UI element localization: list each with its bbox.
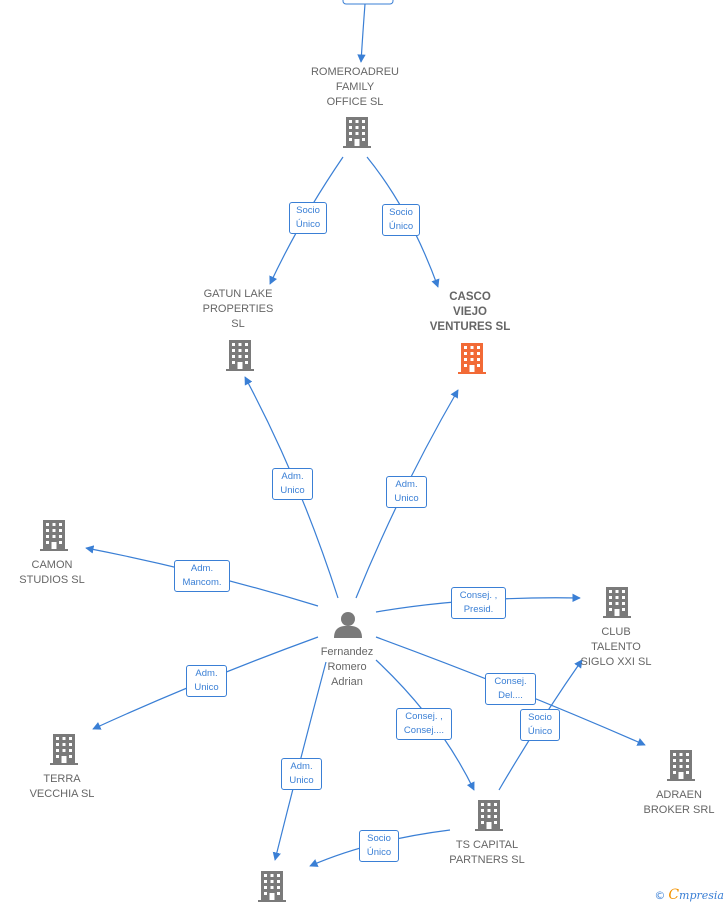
edge-label-p-casco[interactable]: Adm. Unico — [386, 476, 427, 508]
building-icon-camon — [40, 520, 68, 551]
edge-label-p-terra[interactable]: Adm. Unico — [186, 665, 227, 697]
edge-label-p-ts[interactable]: Consej. , Consej.... — [396, 708, 452, 740]
edge-label-box-cutoff — [342, 0, 394, 5]
node-label-camon[interactable]: CAMON STUDIOS SL — [19, 559, 85, 586]
node-label-romeroadreu[interactable]: ROMEROADREU FAMILY OFFICE SL — [310, 66, 399, 108]
building-icon-romeroadreu — [343, 117, 371, 148]
edge-label-p-camon[interactable]: Adm. Mancom. — [174, 560, 230, 592]
node-label-person[interactable]: Fernandez Romero Adrian — [320, 646, 374, 688]
brand-name-rest: mpresia — [679, 889, 724, 902]
edge-top-romeroadreu — [357, 3, 366, 63]
edge-label-ts-club[interactable]: Socio Único — [520, 709, 560, 741]
node-label-ts[interactable]: TS CAPITAL PARTNERS SL — [449, 839, 525, 866]
building-icon-casco — [458, 343, 486, 374]
copyright-symbol: © — [654, 889, 666, 902]
brand-logo: ©Cmpresia — [654, 887, 724, 903]
edge-label-p-gatun[interactable]: Adm. Unico — [272, 468, 313, 500]
node-label-terra[interactable]: TERRA VECCHIA SL — [29, 773, 95, 800]
node-label-casco[interactable]: CASCO VIEJO VENTURES SL — [429, 291, 511, 333]
building-icon-gatun — [226, 340, 254, 371]
node-label-gatun[interactable]: GATUN LAKE PROPERTIES SL — [202, 288, 274, 330]
building-icon-club — [603, 587, 631, 618]
building-icon-adraen — [667, 750, 695, 781]
edge-label-ts-bottom[interactable]: Socio Único — [359, 830, 399, 862]
brand-first-letter: C — [668, 887, 680, 903]
node-label-adraen[interactable]: ADRAEN BROKER SRL — [643, 789, 715, 816]
person-icon — [334, 612, 362, 638]
edge-label-p-bottom[interactable]: Adm. Unico — [281, 758, 322, 790]
edge-label-rom-gatun[interactable]: Socio Único — [289, 202, 327, 234]
edge-label-p-adraen[interactable]: Consej. Del.... — [485, 673, 536, 705]
building-icon-ts — [475, 800, 503, 831]
edge-label-rom-casco[interactable]: Socio Único — [382, 204, 420, 236]
building-icon-terra — [50, 734, 78, 765]
building-icon-bottom — [258, 871, 286, 902]
edge-label-p-club[interactable]: Consej. , Presid. — [451, 587, 506, 619]
node-label-club[interactable]: CLUB TALENTO SIGLO XXI SL — [580, 626, 652, 668]
